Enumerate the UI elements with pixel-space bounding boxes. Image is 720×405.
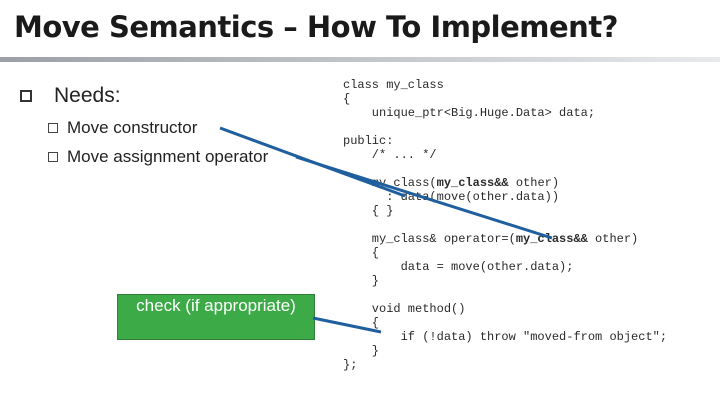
code-fragment: other) [508,176,560,190]
sub-bullet-label: Move constructor [67,118,198,137]
code-line: class my_class [343,78,444,92]
bullet-needs: Needs: [20,84,121,108]
code-line: { [343,92,351,106]
sub-bullet-move-constructor: Move constructor [48,118,197,138]
title-divider [0,57,720,62]
code-line [343,120,667,134]
code-line: { [343,246,380,260]
code-line: unique_ptr<Big.Huge.Data> data; [343,106,596,120]
square-bullet-icon [20,90,32,102]
code-line: } [343,274,380,288]
code-line: }; [343,358,358,372]
slide-title: Move Semantics – How To Implement? [14,10,619,44]
code-fragment: other) [587,232,639,246]
code-line [343,218,667,232]
code-fragment-bold: my_class&& [436,176,509,190]
code-line: my_class(my_class&& other) [343,176,667,190]
code-line: { } [343,204,394,218]
code-line: } [343,344,380,358]
checkbox-bullet-icon [48,123,58,133]
code-line [343,288,667,302]
bullet-needs-label: Needs: [54,84,121,107]
code-line: if (!data) throw "moved-from object"; [343,330,668,344]
sub-bullet-label: Move assignment operator [67,147,269,166]
code-fragment-bold: my_class&& [515,232,588,246]
code-line: /* ... */ [343,148,437,162]
code-fragment: my_class( [343,176,437,190]
code-line: public: [343,134,394,148]
callout-box: check (if appropriate) [117,294,315,340]
code-line: data = move(other.data); [343,260,574,274]
code-line: : data(move(other.data)) [343,190,560,204]
code-fragment: my_class& operator=( [343,232,516,246]
checkbox-bullet-icon [48,152,58,162]
code-line: { [343,316,380,330]
code-block: class my_class{ unique_ptr<Big.Huge.Data… [343,78,667,372]
code-line: void method() [343,302,466,316]
code-line: my_class& operator=(my_class&& other) [343,232,667,246]
code-line [343,162,667,176]
sub-bullet-move-assignment: Move assignment operator [48,147,268,167]
